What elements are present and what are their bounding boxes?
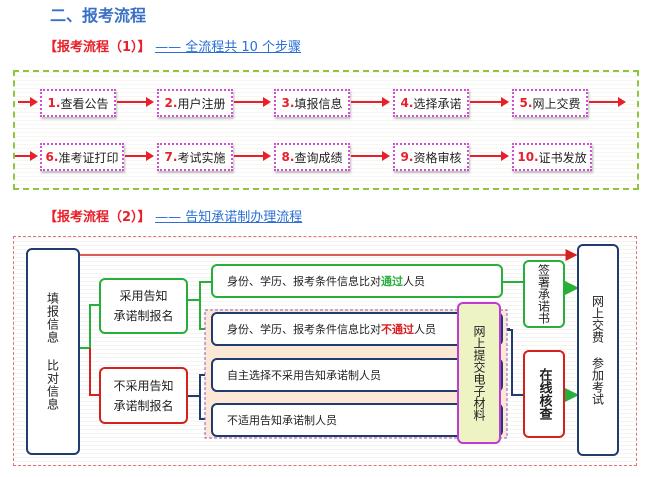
step-4: 4.选择承诺 [393, 89, 469, 117]
arrow-head [382, 97, 390, 107]
step-10: 10.证书发放 [512, 143, 592, 171]
arrow-line [125, 155, 147, 157]
fail-row: 身份、学历、报考条件信息比对不通过人员 [211, 312, 503, 346]
flow1-heading-label: 【报考流程（1）】 [44, 40, 151, 55]
arrow-head [146, 97, 154, 107]
start-to-commit [80, 304, 99, 349]
arrow-head [618, 97, 626, 107]
step-6: 6.准考证打印 [40, 143, 124, 171]
arrow-line [589, 101, 619, 103]
step-3: 3.填报信息 [274, 89, 350, 117]
arrow-head [30, 151, 38, 161]
step-1: 1.查看公告 [40, 89, 116, 117]
arrow-line [234, 155, 264, 157]
submit-materials-box: 网上提交电子材料 [457, 302, 501, 444]
flow2-heading: 【报考流程（2）】 —— 告知承诺制办理流程 [44, 206, 302, 225]
sign-commitment-box: 签署承诺书 [523, 260, 565, 328]
arrow-line [470, 155, 502, 157]
arrow-line [234, 101, 264, 103]
flow2-heading-link[interactable]: —— 告知承诺制办理流程 [155, 210, 303, 225]
arrow-head [30, 97, 38, 107]
arrow-line [470, 101, 502, 103]
pass-row: 身份、学历、报考条件信息比对通过人员 [211, 264, 503, 298]
self-choice-row: 自主选择不采用告知承诺制人员 [211, 358, 503, 392]
arrow-line [351, 155, 383, 157]
step-5: 5.网上交费 [512, 89, 588, 117]
step-8: 8.查询成绩 [274, 143, 350, 171]
step-2: 2.用户注册 [157, 89, 233, 117]
online-review-box: 在线核查 [523, 350, 565, 438]
arrow-line [117, 101, 147, 103]
arrow-head [263, 151, 271, 161]
arrow-line [15, 155, 32, 157]
arrow-head [501, 97, 509, 107]
arrow-line [351, 101, 383, 103]
arrow-line [18, 101, 32, 103]
flow1-heading-link[interactable]: —— 全流程共 10 个步骤 [155, 40, 302, 55]
arrow-head [146, 151, 154, 161]
step-7: 7.考试实施 [157, 143, 233, 171]
flow2-heading-label: 【报考流程（2）】 [44, 210, 151, 225]
start-box: 填报信息 比对信息 [26, 248, 80, 455]
commit-box: 采用告知 承诺制报名 [99, 278, 188, 334]
flow1-heading: 【报考流程（1）】 —— 全流程共 10 个步骤 [44, 36, 301, 55]
arrow-head [382, 151, 390, 161]
start-to-nocommit [89, 348, 99, 396]
arrow-head [501, 151, 509, 161]
nocommit-box: 不采用告知 承诺制报名 [99, 367, 188, 424]
section-title: 二、报考流程 [50, 6, 147, 25]
not-applicable-row: 不适用告知承诺制人员 [211, 403, 503, 437]
arrow-head [263, 97, 271, 107]
step-9: 9.资格审核 [393, 143, 469, 171]
final-box: 网上交费 参加考试 [577, 244, 619, 456]
